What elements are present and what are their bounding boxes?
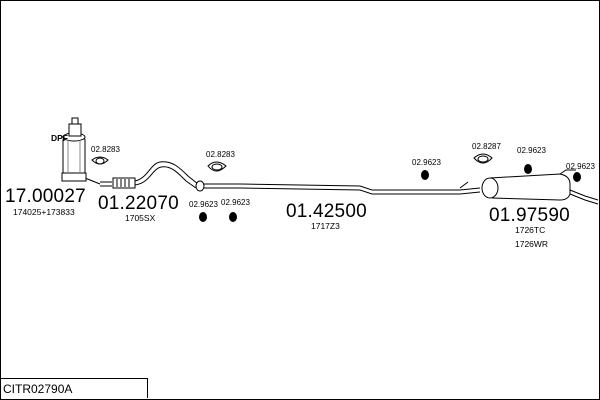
diagram-reference-code: CITR02790A bbox=[0, 378, 148, 398]
middle-pipe-part-number[interactable]: 01.42500 bbox=[286, 201, 367, 222]
hanger-icon bbox=[421, 170, 429, 180]
clamp-icon bbox=[473, 153, 493, 164]
hanger-part-number[interactable]: 02.9623 bbox=[221, 198, 250, 207]
clamp-part-number[interactable]: 02.8283 bbox=[91, 145, 120, 154]
hanger-part-number[interactable]: 02.9623 bbox=[412, 158, 441, 167]
dpf-sub-reference: 174025+173833 bbox=[13, 207, 75, 217]
clamp-icon bbox=[207, 161, 227, 172]
hanger-icon bbox=[524, 164, 532, 174]
hanger-icon bbox=[229, 212, 237, 222]
clamp-part-number[interactable]: 02.8283 bbox=[206, 150, 235, 159]
rear-silencer bbox=[459, 169, 599, 205]
hanger-icon bbox=[199, 212, 207, 222]
hanger-icon bbox=[573, 172, 581, 182]
front-pipe-sub-reference: 1705SX bbox=[125, 213, 156, 223]
rear-silencer-part-number[interactable]: 01.97590 bbox=[489, 205, 570, 226]
middle-pipe-sub-reference: 1717Z3 bbox=[311, 221, 340, 231]
dpf-canister bbox=[61, 117, 101, 185]
rear-silencer-sub-reference-2: 1726WR bbox=[515, 239, 549, 249]
front-pipe-part-number[interactable]: 01.22070 bbox=[98, 193, 179, 214]
dpf-tag: DPF bbox=[51, 133, 68, 143]
hanger-part-number[interactable]: 02.9623 bbox=[189, 200, 218, 209]
clamp-icon bbox=[91, 156, 109, 165]
middle-pipe bbox=[195, 180, 481, 195]
dpf-part-number[interactable]: 17.00027 bbox=[5, 186, 86, 207]
clamp-part-number[interactable]: 02.8287 bbox=[472, 142, 501, 151]
front-pipe bbox=[100, 161, 199, 189]
hanger-part-number[interactable]: 02.9623 bbox=[517, 146, 546, 155]
hanger-part-number[interactable]: 02.9623 bbox=[566, 162, 595, 171]
rear-silencer-sub-reference-1: 1726TC bbox=[515, 225, 546, 235]
